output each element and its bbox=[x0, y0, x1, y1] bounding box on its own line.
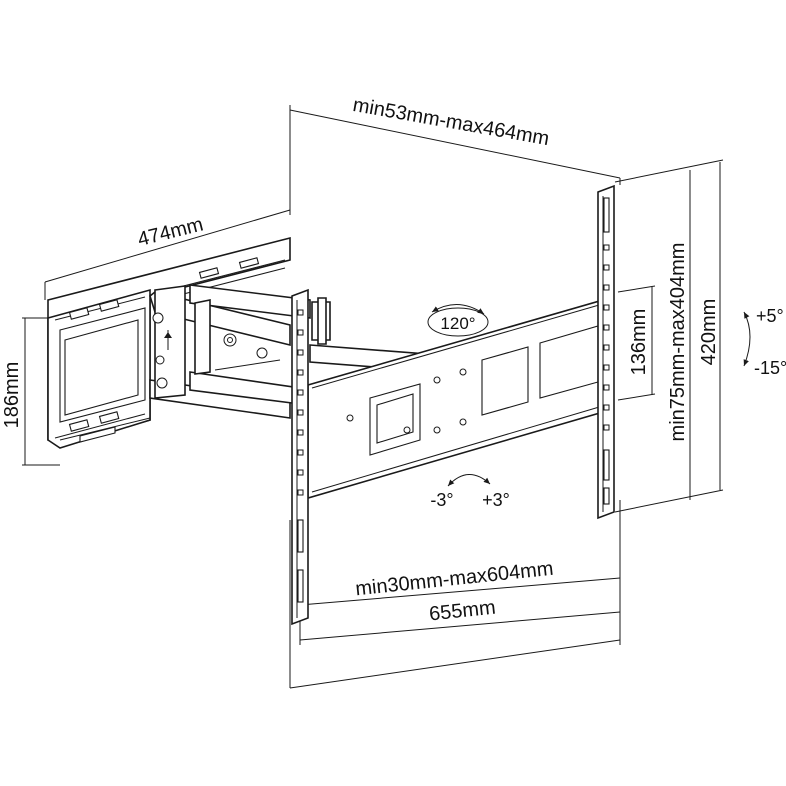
wall-plate bbox=[47, 236, 291, 449]
dimension-lines bbox=[22, 105, 724, 689]
label-arm-height: 420mm bbox=[698, 299, 720, 366]
right-vertical-bracket bbox=[597, 184, 615, 520]
left-vertical-bracket bbox=[291, 288, 309, 626]
label-top-span: min53mm-max464mm bbox=[351, 94, 551, 150]
label-tv-plate-height: 136mm bbox=[628, 309, 650, 376]
label-wall-plate-height: 186mm bbox=[1, 362, 23, 429]
label-tilt-up: +3° bbox=[482, 490, 510, 510]
label-vesa-vertical: min75mm-max404mm bbox=[667, 243, 689, 442]
label-tilt-back: -15° bbox=[754, 358, 786, 378]
label-arm-width: 655mm bbox=[428, 597, 497, 626]
articulating-arms bbox=[149, 284, 441, 433]
label-tilt-forward: +5° bbox=[756, 306, 784, 326]
label-swivel: 120° bbox=[440, 314, 475, 333]
angle-arrows bbox=[427, 304, 751, 487]
label-vesa-horizontal: min30mm-max604mm bbox=[354, 558, 554, 601]
label-tilt-down: -3° bbox=[430, 490, 453, 510]
